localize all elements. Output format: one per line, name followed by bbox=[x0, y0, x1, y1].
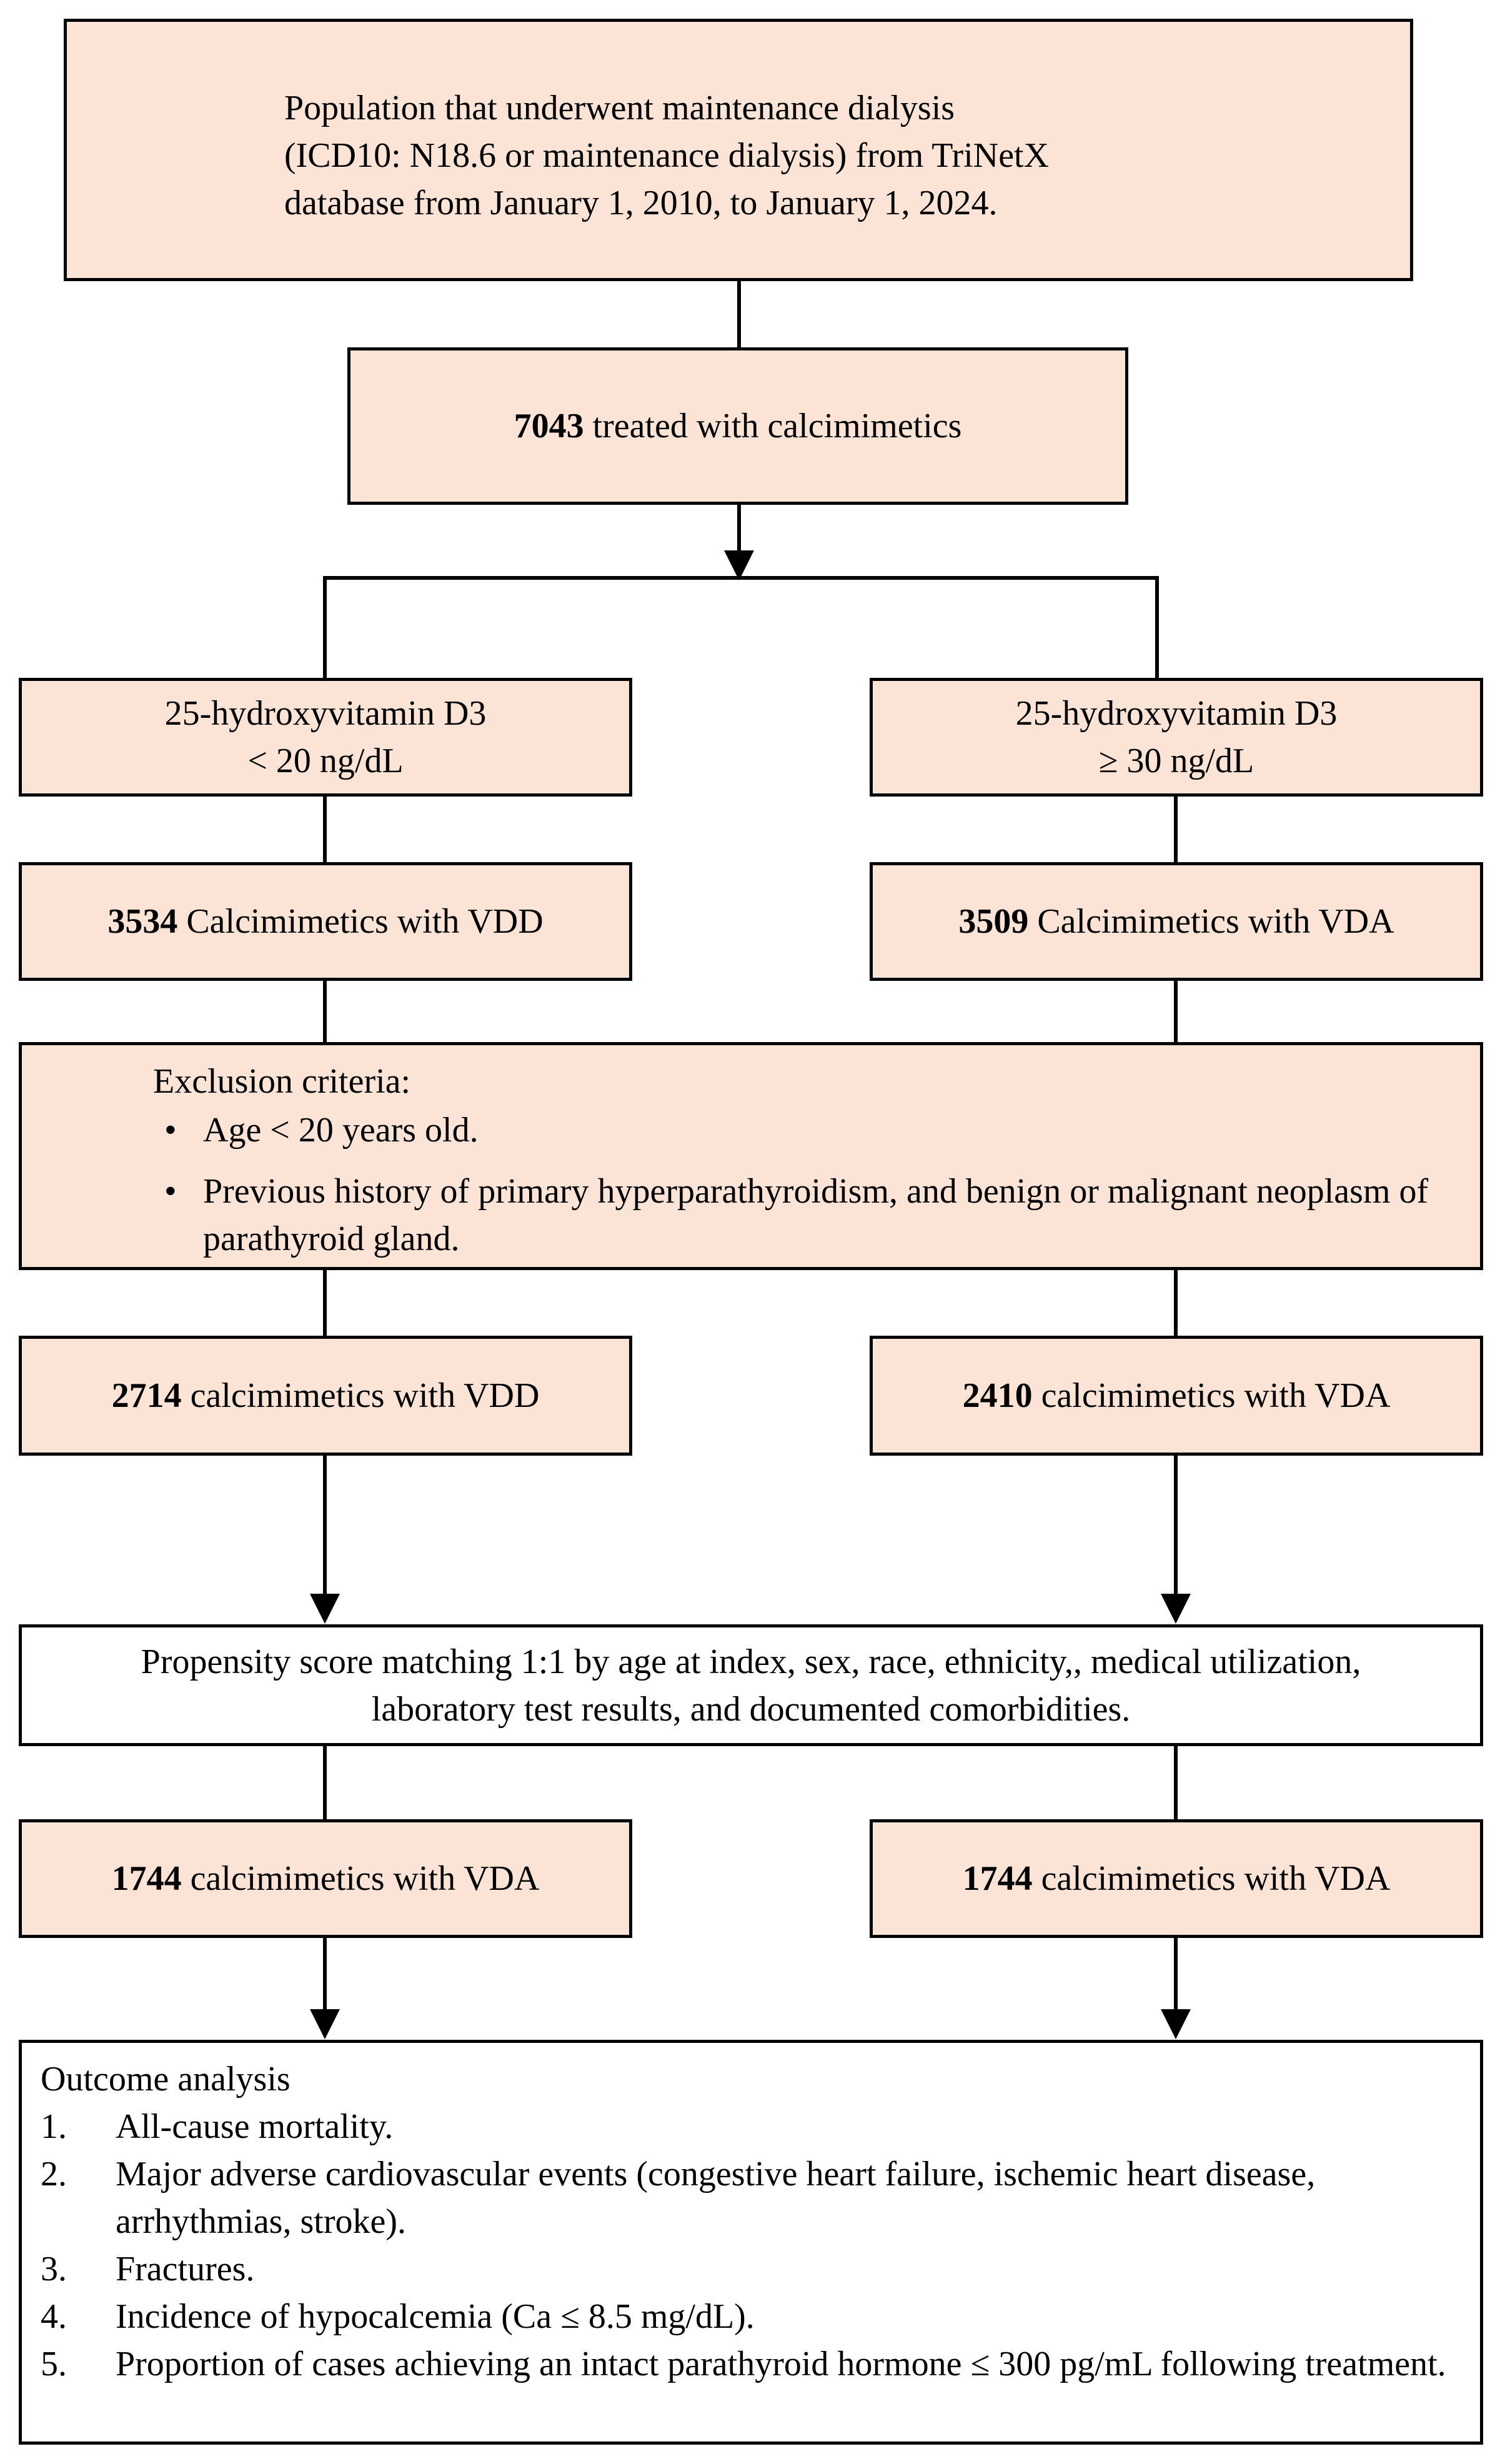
matching-line-1: Propensity score matching 1:1 by age at … bbox=[141, 1642, 1361, 1681]
treated-count: 7043 bbox=[514, 407, 584, 445]
outcome-item-number: 5. bbox=[41, 2345, 67, 2383]
right-matched-box: 1744 calcimimetics with VDA bbox=[870, 1819, 1483, 1938]
exclusion-list: • Age < 20 years old. • Previous history… bbox=[153, 1106, 1455, 1263]
outcome-item-text: Major adverse cardiovascular events (con… bbox=[116, 2155, 1316, 2241]
left-initial-count: 3534 bbox=[107, 902, 178, 941]
exclusion-item: • Age < 20 years old. bbox=[153, 1106, 1455, 1154]
outcome-item: 4. Incidence of hypocalcemia (Ca ≤ 8.5 m… bbox=[41, 2293, 1461, 2340]
exclusion-box: Exclusion criteria: • Age < 20 years old… bbox=[19, 1042, 1483, 1270]
outcome-item-text: Proportion of cases achieving an intact … bbox=[116, 2345, 1446, 2383]
treated-box: 7043 treated with calcimimetics bbox=[347, 347, 1128, 505]
right-after-exclusion-box: 2410 calcimimetics with VDA bbox=[870, 1336, 1483, 1456]
outcome-list: 1. All-cause mortality. 2. Major adverse… bbox=[41, 2103, 1461, 2388]
population-line-1: Population that underwent maintenance di… bbox=[284, 89, 955, 127]
outcome-title: Outcome analysis bbox=[41, 2060, 291, 2099]
left-group-box: 25-hydroxyvitamin D3 < 20 ng/dL bbox=[19, 678, 632, 797]
bullet: • bbox=[164, 1172, 177, 1211]
right-after-exclusion-count: 2410 bbox=[962, 1376, 1033, 1415]
exclusion-item-text: Previous history of primary hyperparathy… bbox=[203, 1172, 1429, 1258]
left-after-exclusion-box: 2714 calcimimetics with VDD bbox=[19, 1336, 632, 1456]
outcome-item-number: 1. bbox=[41, 2107, 67, 2146]
bullet: • bbox=[164, 1111, 177, 1150]
left-group-line-1: 25-hydroxyvitamin D3 bbox=[164, 694, 487, 733]
matching-line-2: laboratory test results, and documented … bbox=[371, 1689, 1131, 1729]
connector-split bbox=[323, 576, 1159, 678]
right-group-box: 25-hydroxyvitamin D3 ≥ 30 ng/dL bbox=[870, 678, 1483, 797]
treated-text: treated with calcimimetics bbox=[584, 407, 962, 445]
left-group-line-2: < 20 ng/dL bbox=[247, 742, 404, 780]
outcome-item: 5. Proportion of cases achieving an inta… bbox=[41, 2340, 1461, 2388]
outcome-item-text: Incidence of hypocalcemia (Ca ≤ 8.5 mg/d… bbox=[116, 2297, 755, 2336]
exclusion-item-text: Age < 20 years old. bbox=[203, 1111, 479, 1150]
right-matched-text: calcimimetics with VDA bbox=[1032, 1859, 1391, 1898]
right-group-line-2: ≥ 30 ng/dL bbox=[1098, 742, 1254, 780]
exclusion-item: • Previous history of primary hyperparat… bbox=[153, 1168, 1455, 1263]
outcome-item-number: 4. bbox=[41, 2297, 67, 2336]
right-initial-count: 3509 bbox=[958, 902, 1029, 941]
outcome-item: 2. Major adverse cardiovascular events (… bbox=[41, 2150, 1461, 2245]
right-after-exclusion-text: calcimimetics with VDA bbox=[1032, 1376, 1391, 1415]
left-initial-text: Calcimimetics with VDD bbox=[177, 902, 544, 941]
population-box: Population that underwent maintenance di… bbox=[64, 19, 1413, 281]
outcome-item-text: All-cause mortality. bbox=[116, 2107, 394, 2146]
right-initial-text: Calcimimetics with VDA bbox=[1028, 902, 1394, 941]
left-after-exclusion-count: 2714 bbox=[111, 1376, 182, 1415]
population-line-2: (ICD10: N18.6 or maintenance dialysis) f… bbox=[284, 136, 1050, 175]
outcome-item: 3. Fractures. bbox=[41, 2245, 1461, 2293]
exclusion-title: Exclusion criteria: bbox=[153, 1062, 411, 1101]
outcome-item-number: 2. bbox=[41, 2155, 67, 2193]
left-matched-box: 1744 calcimimetics with VDA bbox=[19, 1819, 632, 1938]
right-initial-box: 3509 Calcimimetics with VDA bbox=[870, 862, 1483, 981]
left-initial-box: 3534 Calcimimetics with VDD bbox=[19, 862, 632, 981]
right-matched-count: 1744 bbox=[962, 1859, 1033, 1898]
outcome-box: Outcome analysis 1. All-cause mortality.… bbox=[19, 2040, 1483, 2445]
population-line-3: database from January 1, 2010, to Januar… bbox=[284, 184, 998, 222]
outcome-item: 1. All-cause mortality. bbox=[41, 2103, 1461, 2150]
left-matched-text: calcimimetics with VDA bbox=[181, 1859, 540, 1898]
outcome-item-text: Fractures. bbox=[116, 2250, 255, 2288]
left-matched-count: 1744 bbox=[111, 1859, 182, 1898]
left-after-exclusion-text: calcimimetics with VDD bbox=[181, 1376, 540, 1415]
outcome-item-number: 3. bbox=[41, 2250, 67, 2288]
right-group-line-1: 25-hydroxyvitamin D3 bbox=[1015, 694, 1338, 733]
matching-box: Propensity score matching 1:1 by age at … bbox=[19, 1624, 1483, 1746]
